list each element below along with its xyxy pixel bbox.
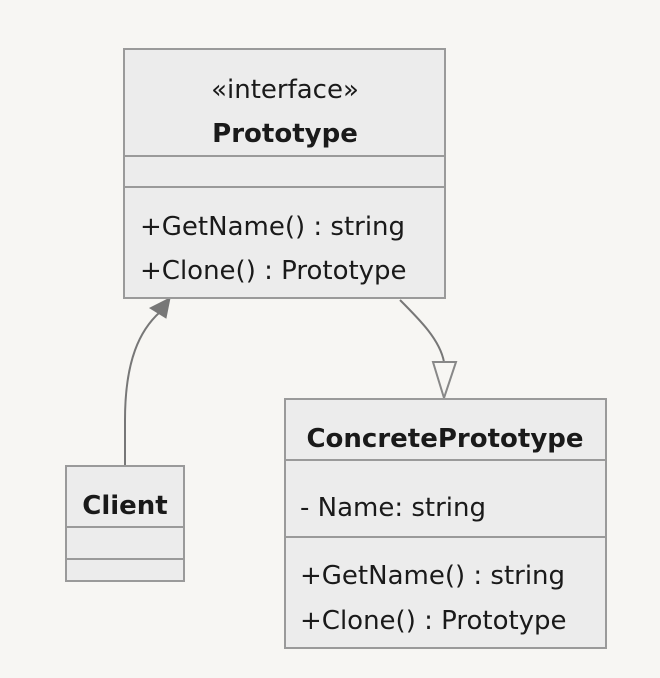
realization-hollow-arrowhead (431, 361, 458, 402)
class-prototype: «interface» Prototype +GetName() : strin… (123, 48, 446, 299)
class-concrete-prototype: ConcretePrototype - Name: string +GetNam… (284, 398, 607, 649)
class-name: Prototype (212, 119, 358, 149)
class-box (284, 398, 607, 649)
class-name: Client (82, 491, 167, 521)
class-method: +Clone() : Prototype (140, 256, 407, 286)
association-line (124, 311, 161, 466)
class-box (123, 48, 446, 299)
association-arrowhead (148, 297, 171, 319)
realization-line (399, 299, 445, 363)
class-name: ConcretePrototype (306, 424, 583, 454)
class-stereotype: «interface» (211, 75, 359, 105)
class-box (65, 465, 185, 582)
class-method: +Clone() : Prototype (300, 606, 567, 636)
class-method: +GetName() : string (140, 212, 405, 242)
realization-concrete-prototype (399, 299, 458, 402)
class-method: +GetName() : string (300, 561, 565, 591)
class-client: Client (65, 465, 185, 582)
class-attribute: - Name: string (300, 493, 486, 523)
association-client-prototype (124, 297, 171, 466)
